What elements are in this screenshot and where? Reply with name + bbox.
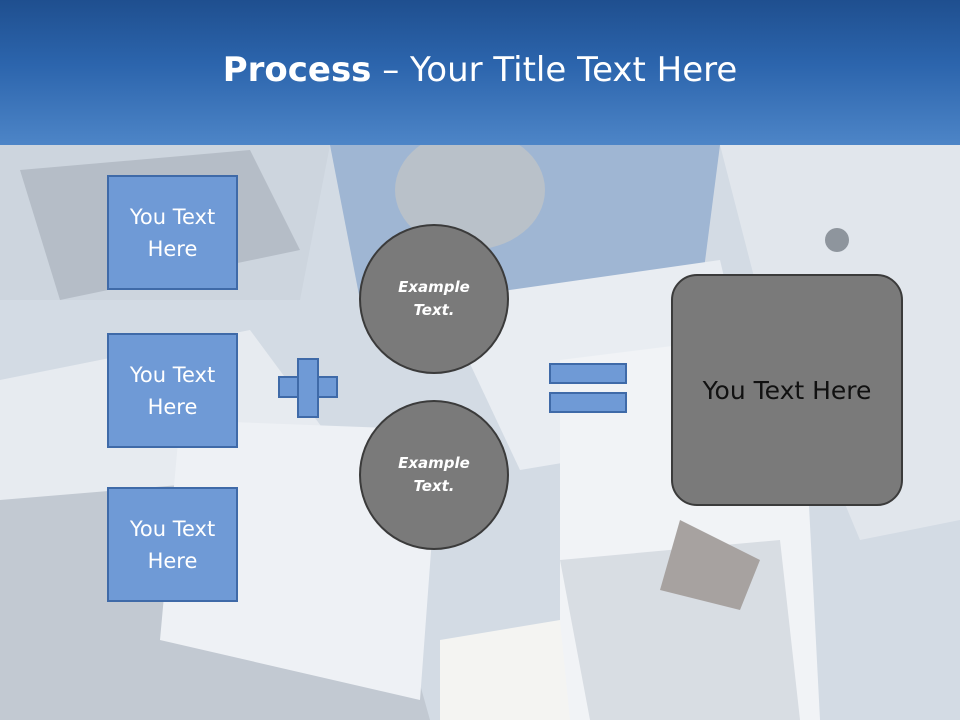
text-box-2-line1: You Text xyxy=(129,362,216,387)
example-circle-2-line2: Text. xyxy=(413,477,455,495)
result-box[interactable]: You Text Here xyxy=(671,274,903,506)
example-circle-1-line1: Example xyxy=(398,278,470,296)
text-box-1-line2: Here xyxy=(147,236,198,261)
text-box-3-line2: Here xyxy=(147,548,198,573)
title-bar xyxy=(0,0,960,145)
text-box-3-line1: You Text xyxy=(129,516,216,541)
example-circle-2-line1: Example xyxy=(398,454,470,472)
title-rest: – Your Title Text Here xyxy=(371,50,738,90)
page-title: Process – Your Title Text Here xyxy=(0,50,960,90)
title-bold: Process xyxy=(222,50,372,90)
text-box-2-line2: Here xyxy=(147,394,198,419)
text-box-1-line1: You Text xyxy=(129,204,216,229)
example-circle-1-line2: Text. xyxy=(413,301,455,319)
result-label: You Text Here xyxy=(702,375,872,405)
